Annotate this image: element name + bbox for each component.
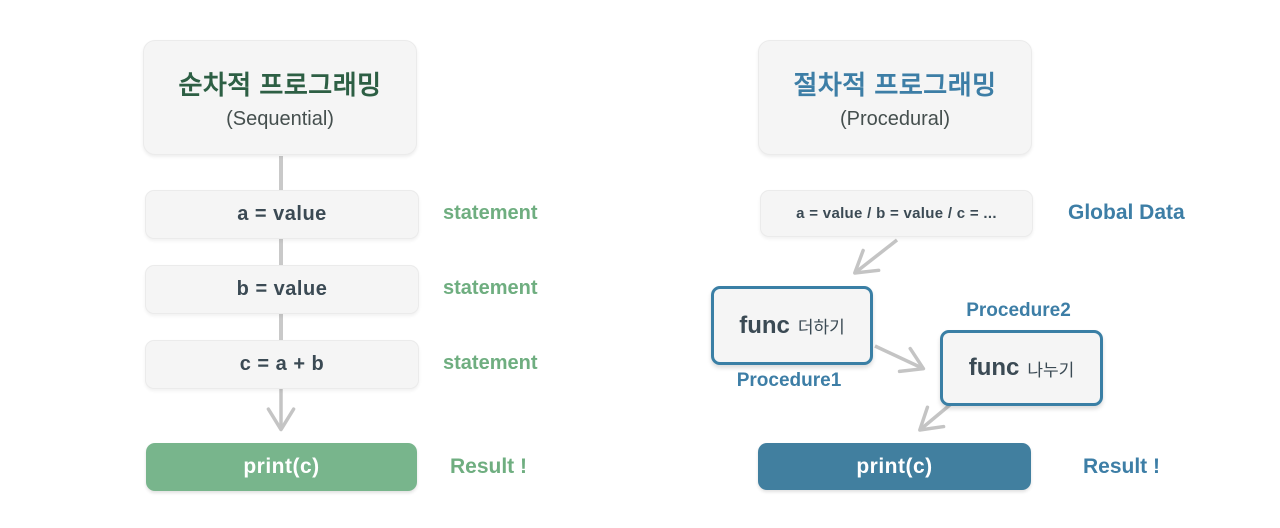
func2-keyword: func (968, 354, 1020, 381)
arrow-func1-to-func2 (874, 344, 926, 374)
print-box-sequential: print(c) (146, 443, 417, 491)
statement-a-text: a = value (237, 203, 327, 225)
result-label-procedural: Result ! (1083, 454, 1161, 478)
statement-b-text: b = value (236, 278, 328, 300)
procedure1-label: Procedure1 (736, 370, 842, 391)
statement-box-a: a = value (145, 190, 419, 239)
print-box-procedural: print(c) (758, 443, 1031, 490)
func-box-1: func 더하기 (711, 286, 873, 365)
global-data-label: Global Data (1068, 200, 1185, 224)
statement-box-c: c = a + b (145, 340, 419, 389)
statement-label-1: statement (443, 202, 538, 224)
func1-name: 더하기 (797, 318, 845, 337)
procedural-title: 절차적 프로그래밍 (793, 69, 997, 100)
arrow-func2-to-print (918, 402, 953, 432)
sequential-subtitle: (Sequential) (226, 107, 334, 130)
func1-keyword: func (739, 311, 790, 339)
result-label-sequential: Result ! (450, 455, 528, 478)
arrow-global-to-func1 (853, 238, 899, 275)
sequential-title-box: 순차적 프로그래밍 (Sequential) (143, 40, 417, 155)
procedural-subtitle: (Procedural) (839, 107, 951, 130)
statement-box-b: b = value (145, 265, 419, 314)
global-data-box: a = value / b = value / c = ... (760, 190, 1033, 237)
procedural-title-box: 절차적 프로그래밍 (Procedural) (758, 40, 1032, 155)
global-data-text: a = value / b = value / c = ... (796, 205, 997, 222)
procedure2-label: Procedure2 (966, 300, 1071, 321)
func2-name: 나누기 (1027, 360, 1075, 380)
func-box-2: func 나누기 (940, 330, 1103, 406)
statement-c-text: c = a + b (239, 353, 325, 375)
sequential-title: 순차적 프로그래밍 (178, 69, 382, 100)
statement-label-2: statement (443, 277, 538, 299)
statement-label-3: statement (443, 352, 538, 374)
